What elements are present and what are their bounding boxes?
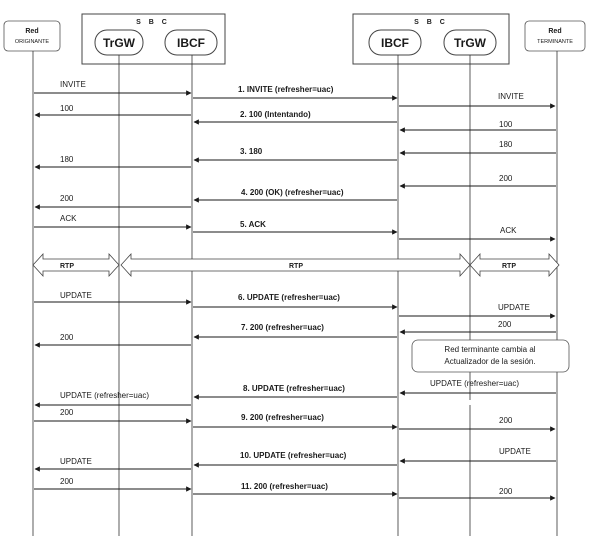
label-m4-right: 200 [499,174,513,183]
label-m1-right: INVITE [498,92,524,101]
ibcf-left-pill [164,29,218,56]
label-m9-left: 200 [60,408,74,417]
label-m11-left: 200 [60,477,74,486]
label-m4-left: 200 [60,194,74,203]
label-m2-left: 100 [60,104,74,113]
rtp-label-center: RTP [289,263,303,270]
label-m3-right: 180 [499,140,513,149]
label-m2-right: 100 [499,120,513,129]
label-m5-center: 5. ACK [240,220,266,229]
label-m1-center: 1. INVITE (refresher=uac) [238,85,334,94]
label-m7-center: 7. 200 (refresher=uac) [241,323,324,332]
red-terminante-box: Red TERMINANTE [524,20,586,52]
label-m6-right: UPDATE [498,303,530,312]
label-m10-center: 10. UPDATE (refresher=uac) [240,451,347,460]
label-m6-center: 6. UPDATE (refresher=uac) [238,293,340,302]
trgw-right-label: TrGW [454,36,487,50]
label-m10-right: UPDATE [499,447,531,456]
label-m5-right: ACK [500,226,517,235]
rtp-arrow-left [32,252,120,278]
note-line-1: Red terminante cambia al [444,345,535,354]
ibcf-right-pill [368,29,422,56]
label-m8-right: UPDATE (refresher=uac) [430,379,519,388]
sbc-left-box: S B C TrGW IBCF [81,13,226,65]
red-originante-title: Red [25,28,38,35]
label-m3-left: 180 [60,155,74,164]
lifelines [32,51,558,536]
trgw-left-label: TrGW [103,36,136,50]
ibcf-left-label: IBCF [177,36,205,50]
label-m11-center: 11. 200 (refresher=uac) [241,482,328,491]
label-m7-left: 200 [60,333,74,342]
label-m2-center: 2. 100 (Intentando) [240,110,311,119]
rtp-label-left: RTP [60,263,74,270]
red-originante-subtitle: ORIGINANTE [15,39,50,45]
label-m9-right: 200 [499,416,513,425]
label-m10-left: UPDATE [60,457,92,466]
ibcf-right-label: IBCF [381,36,409,50]
sbc-right-title: S B C [414,19,448,26]
red-terminante-subtitle: TERMINANTE [537,39,573,45]
message-arrows [34,90,556,501]
sbc-right-box: S B C IBCF TrGW [352,13,510,65]
note-box: Red terminante cambia al Actualizador de… [411,339,570,373]
red-originante-box: Red ORIGINANTE [3,20,61,52]
label-m5-left: ACK [60,214,77,223]
label-m4-center: 4. 200 (OK) (refresher=uac) [241,188,344,197]
rtp-arrows [32,252,560,278]
sbc-left-title: S B C [136,19,170,26]
label-m8-left: UPDATE (refresher=uac) [60,391,149,400]
label-m8-center: 8. UPDATE (refresher=uac) [243,384,345,393]
note-line-2: Actualizador de la sesión. [444,357,535,366]
message-labels: INVITE 1. INVITE (refresher=uac) INVITE … [60,80,531,496]
red-terminante-title: Red [548,28,561,35]
label-m9-center: 9. 200 (refresher=uac) [241,413,324,422]
label-m1-left: INVITE [60,80,86,89]
label-m6-left: UPDATE [60,291,92,300]
label-m11-right: 200 [499,487,513,496]
label-m3-center: 3. 180 [240,147,263,156]
label-m7-right: 200 [498,320,512,329]
rtp-arrow-right [469,252,560,278]
rtp-label-right: RTP [502,263,516,270]
